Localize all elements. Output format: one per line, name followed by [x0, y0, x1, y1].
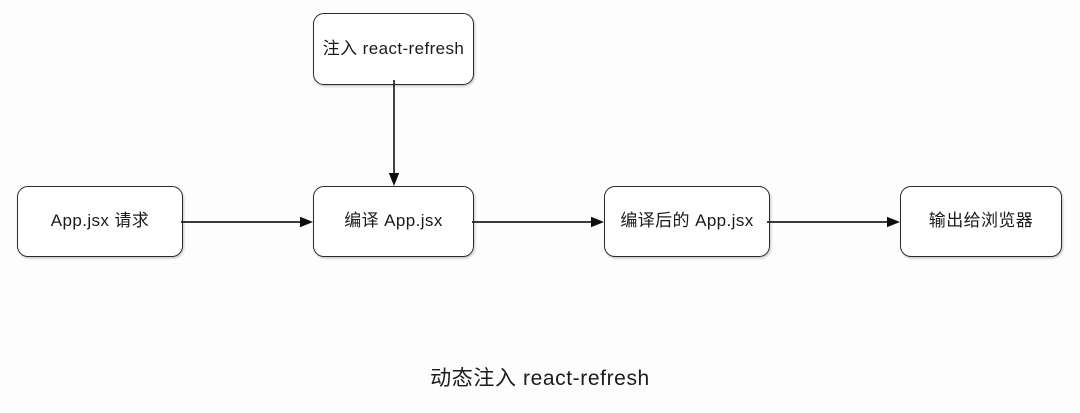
node-compile-appjsx[interactable]: 编译 App.jsx: [313, 186, 474, 257]
node-inject-react-refresh[interactable]: 注入 react-refresh: [313, 13, 474, 85]
node-appjsx-request[interactable]: App.jsx 请求: [17, 186, 183, 257]
node-label: 注入 react-refresh: [322, 38, 465, 58]
node-compiled-appjsx[interactable]: 编译后的 App.jsx: [604, 186, 770, 257]
arrow-inject-to-compile-icon: [388, 80, 400, 186]
node-label: 输出给浏览器: [928, 211, 1034, 231]
node-output-to-browser[interactable]: 输出给浏览器: [900, 186, 1062, 257]
diagram-caption: 动态注入 react-refresh: [430, 367, 650, 390]
node-label: 编译后的 App.jsx: [620, 211, 754, 231]
arrow-request-to-compile-icon: [181, 216, 313, 228]
arrow-compiled-to-output-icon: [767, 216, 900, 228]
node-label: App.jsx 请求: [50, 211, 150, 231]
arrow-compile-to-compiled-icon: [472, 216, 604, 228]
node-label: 编译 App.jsx: [344, 211, 443, 231]
